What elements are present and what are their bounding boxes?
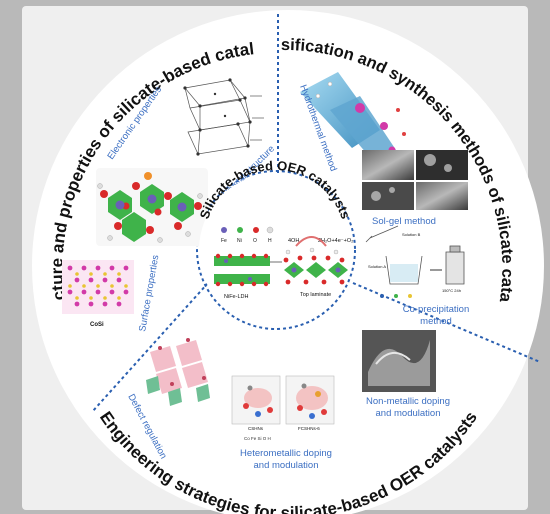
center-atom-legend <box>221 226 274 234</box>
nife-ldh-figure <box>214 253 270 287</box>
reaction-arrow <box>295 236 327 247</box>
sol-gel-sem-figure <box>362 150 468 210</box>
non-metallic-doping-sem-figure <box>362 330 436 392</box>
non-metallic-label-2: and modulation <box>376 408 441 419</box>
legend-ni: Ni <box>237 238 242 244</box>
element-legend: Co Fe Si O H <box>244 436 271 441</box>
electronic-properties-figure <box>96 168 208 246</box>
legend-fe: Fe <box>221 238 227 244</box>
reaction-product: 2H₂O+4e⁻+O₂ <box>318 238 353 244</box>
center-disk <box>199 173 353 327</box>
heterometallic-label-1: Heterometallic doping <box>240 448 332 459</box>
ion-legend <box>380 294 412 298</box>
solution-b-label: Solution B <box>402 232 421 237</box>
sol-gel-label: Sol-gel method <box>372 216 436 227</box>
divider-bottom-left <box>91 282 209 413</box>
cosi-crystal-figure <box>62 260 134 314</box>
co-precipitation-label-2: method <box>420 316 452 327</box>
fcshns-panel-label: FCSHNs-6 <box>298 426 320 431</box>
non-metallic-label-1: Non-metallic doping <box>366 396 450 407</box>
defect-regulation-figure <box>146 338 210 406</box>
cshns-panel-label: CSHNs <box>248 426 264 431</box>
heterometallic-label-2: and modulation <box>254 460 319 471</box>
divider-bottom-right <box>352 282 541 363</box>
reaction-reactant: 4OH <box>288 238 299 244</box>
top-laminate-label: Top laminate <box>300 292 331 298</box>
solution-a-label: Solution A <box>368 264 386 269</box>
legend-o: O <box>253 238 257 244</box>
crystal-structure-figure <box>183 78 264 156</box>
nife-ldh-label: NiFe-LDH <box>224 294 248 300</box>
center-ring <box>196 170 356 330</box>
section-dividers <box>91 14 541 413</box>
co-precipitation-figure <box>365 225 465 285</box>
cosi-label: CoSi <box>90 322 104 328</box>
heterometallic-doping-figure <box>231 375 335 425</box>
co-precipitation-label-1: Co-precipitation <box>403 304 470 315</box>
legend-h: H <box>268 238 272 244</box>
autoclave-temp-label: 150°C 24h <box>442 288 461 293</box>
top-laminate-figure <box>283 247 348 285</box>
